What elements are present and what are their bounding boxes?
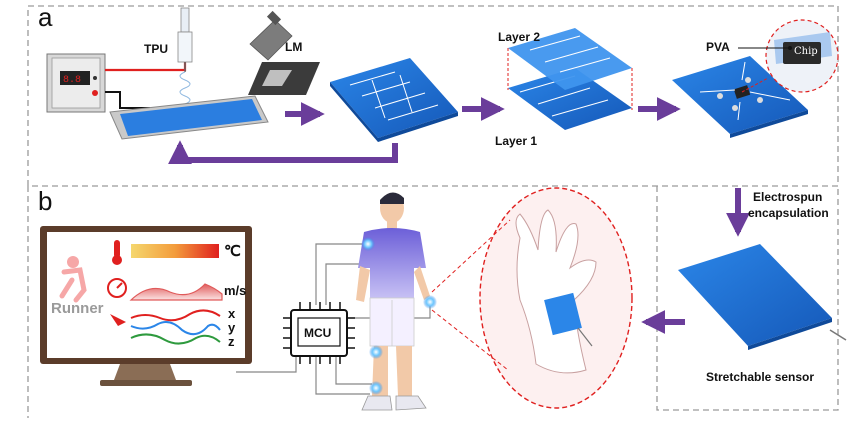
arrow-return <box>180 143 395 160</box>
black-wire <box>105 92 150 108</box>
panel-b-letter: b <box>38 186 52 217</box>
monitor-speed-unit: m/s <box>224 283 246 298</box>
pva-label: PVA <box>706 40 730 54</box>
lm-bottle <box>248 11 320 95</box>
monitor-runner-label: Runner <box>51 300 104 317</box>
monitor-axis-x: x <box>228 306 235 321</box>
monitor-axis-z: z <box>228 334 235 349</box>
patterned-board <box>330 58 458 142</box>
tpu-label: TPU <box>144 42 168 56</box>
encapsulation-line-2: encapsulation <box>748 206 829 220</box>
svg-text:8.8: 8.8 <box>63 75 81 86</box>
monitor-axis-y: y <box>228 320 235 335</box>
runner-figure <box>356 192 437 410</box>
layer2-label: Layer 2 <box>498 30 540 44</box>
layer1-label: Layer 1 <box>495 134 537 148</box>
stretchable-sensor <box>678 244 846 350</box>
mcu-label: MCU <box>304 326 331 340</box>
sensor-label: Stretchable sensor <box>706 370 814 384</box>
chip-label: Chip <box>794 46 818 57</box>
lm-label: LM <box>285 40 302 54</box>
panel-a-letter: a <box>38 2 52 33</box>
monitor-temp-unit: ℃ <box>224 242 241 260</box>
encapsulation-line-1: Electrospun <box>753 190 822 204</box>
hand-zoom <box>480 188 632 408</box>
syringe <box>178 8 192 104</box>
power-supply: 8.8 <box>47 54 105 112</box>
